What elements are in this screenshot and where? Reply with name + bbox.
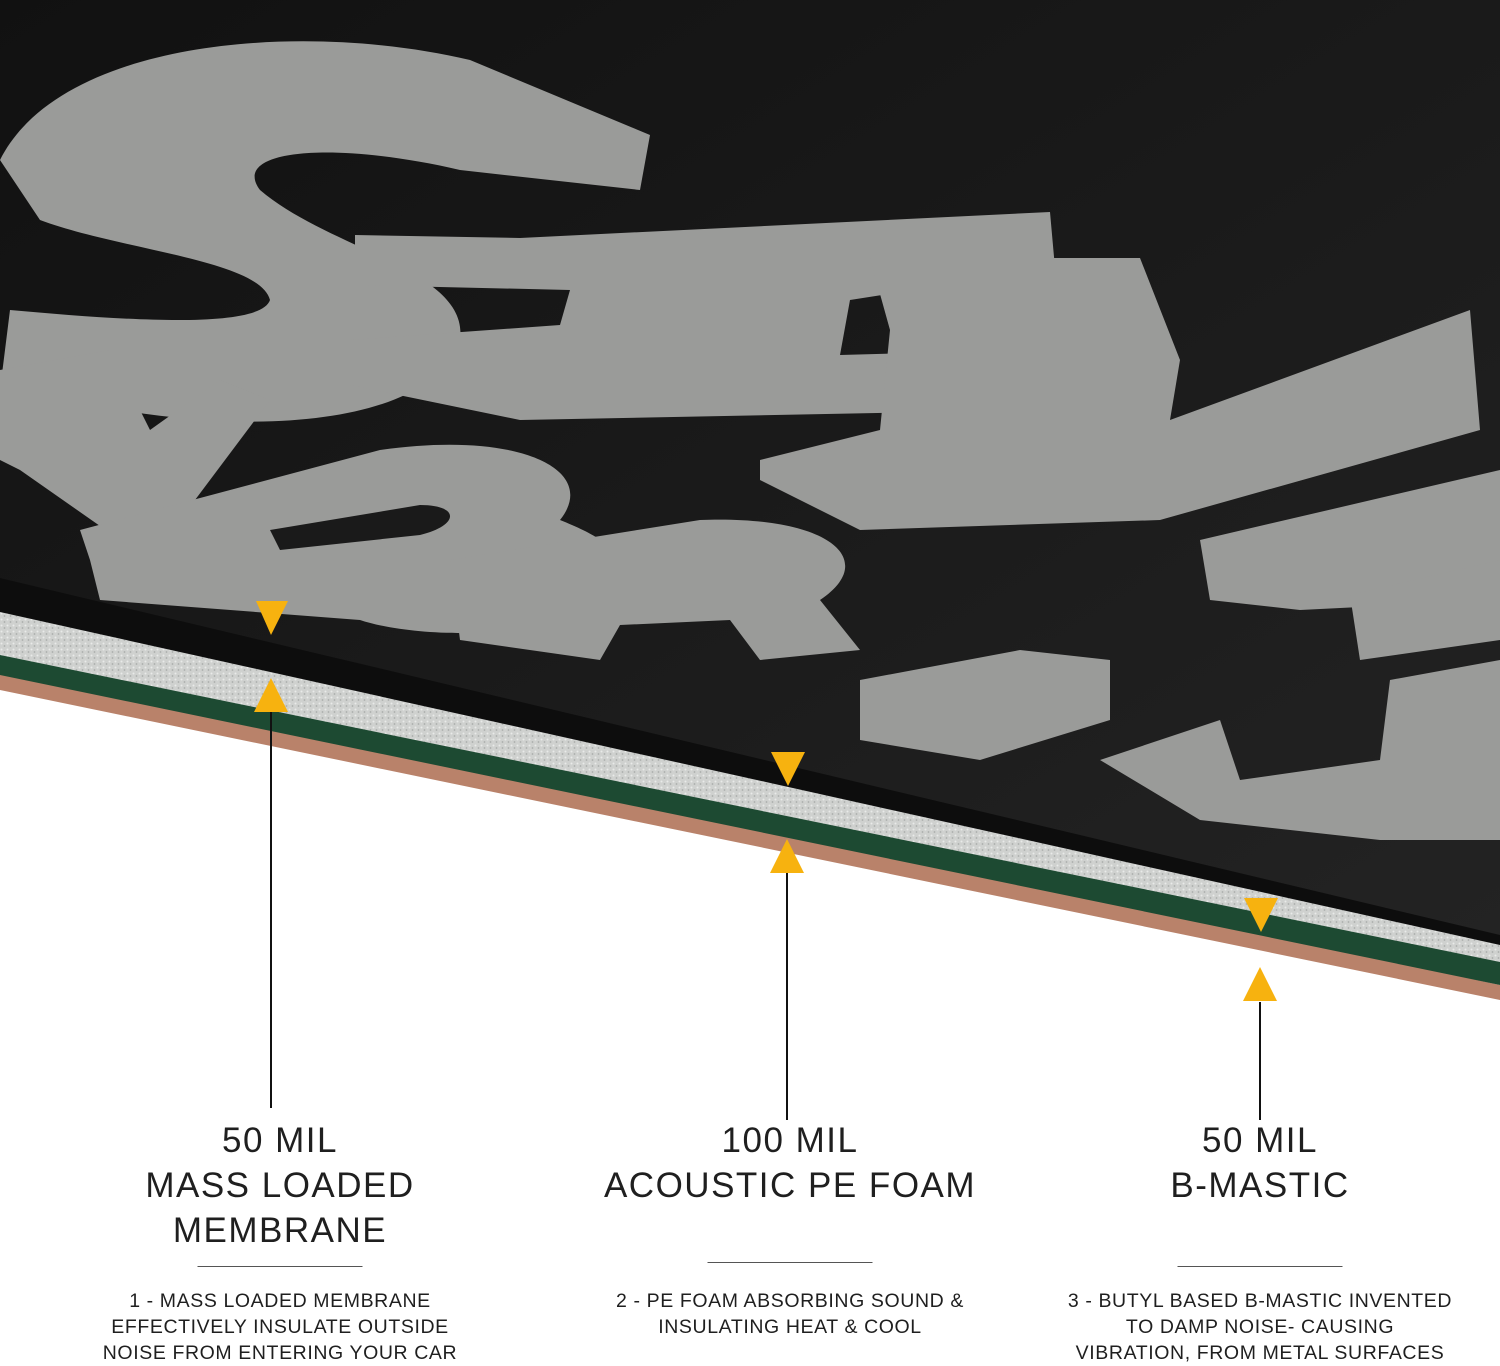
callout-description: 3 - BUTYL BASED B-MASTIC INVENTED TO DAM… [1067, 1290, 1453, 1364]
callout-title-line: 50 MIL [1202, 1121, 1318, 1160]
arrow-marker-1-top [256, 601, 288, 635]
callout-description: 2 - PE FOAM ABSORBING SOUND & INSULATING… [616, 1290, 964, 1338]
callout-title-line: MASS LOADED [145, 1166, 415, 1205]
printed-logo-graphic [0, 41, 1500, 840]
board-surface [0, 0, 1500, 935]
arrow-marker-2-top [771, 752, 805, 786]
divider [707, 1262, 873, 1263]
callout-b-mastic: 50 MIL B-MASTIC 3 - BUTYL BASED B-MASTIC… [1030, 1118, 1490, 1364]
arrow-marker-3-top [1244, 898, 1278, 932]
callout-title-line: 50 MIL [222, 1121, 338, 1160]
callout-title-line: ACOUSTIC PE FOAM [603, 1166, 977, 1205]
callout-acoustic-pe-foam: 100 MIL ACOUSTIC PE FOAM 2 - PE FOAM ABS… [560, 1118, 1020, 1338]
mass-loaded-membrane-edge [0, 576, 1500, 945]
arrow-marker-3-bottom [1243, 967, 1277, 1001]
arrow-marker-1-bottom [254, 678, 288, 712]
arrow-marker-2-bottom [770, 839, 804, 873]
callout-title-line: B-MASTIC [1170, 1166, 1350, 1205]
callout-mass-loaded-membrane: 50 MIL MASS LOADED MEMBRANE 1 - MASS LOA… [50, 1118, 510, 1364]
callout-title-line: MEMBRANE [172, 1211, 388, 1250]
product-photo [0, 0, 1500, 1120]
callout-description: 1 - MASS LOADED MEMBRANE EFFECTIVELY INS… [102, 1290, 458, 1364]
callout-title-line: 100 MIL [721, 1121, 859, 1160]
divider [197, 1266, 363, 1267]
divider [1177, 1266, 1343, 1267]
